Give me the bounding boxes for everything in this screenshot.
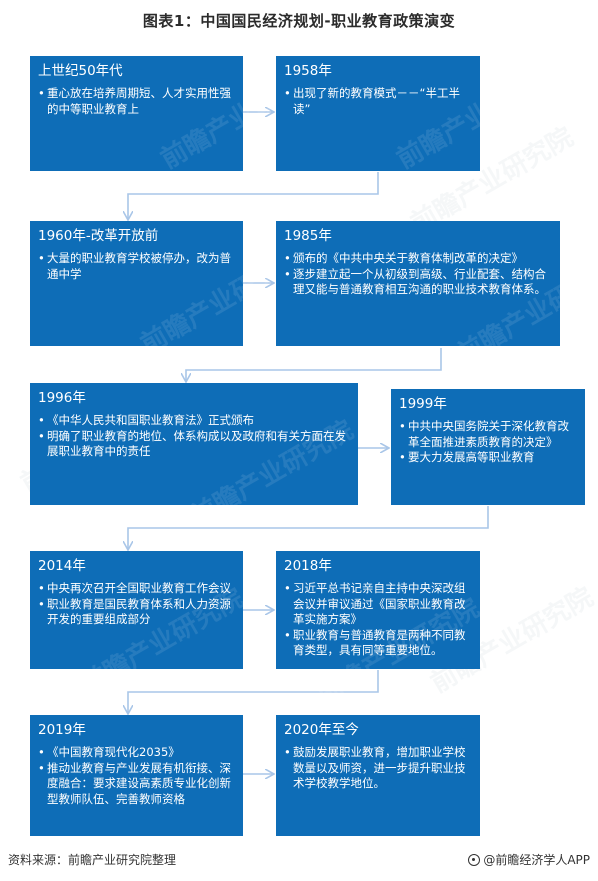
box-title: 2018年 bbox=[284, 558, 332, 574]
bullet-text: 颁布的《中共中央关于教育体制改革的决定》 bbox=[293, 251, 523, 265]
box-title: 1999年 bbox=[399, 396, 447, 412]
box-bullet-item: •职业教育与普通教育是两种不同教育类型，具有同等重要地位。 bbox=[284, 628, 472, 659]
timeline-box-1996: 1996年 •《中华人民共和国职业教育法》正式颁布 •明确了职业教育的地位、体系… bbox=[30, 383, 359, 532]
box-bullet-item: •鼓励发展职业教育，增加职业学校数量以及师资，进一步提升职业技术学校教学地位。 bbox=[284, 745, 472, 792]
timeline-box-2014: 2014年 •中央再次召开全国职业教育工作会议 •职业教育是国民教育体系和人力资… bbox=[30, 551, 249, 700]
bullet-text: 职业教育是国民教育体系和人力资源开发的重要组成部分 bbox=[47, 596, 231, 627]
box-title: 1960年-改革开放前 bbox=[38, 228, 159, 244]
box-bullet-item: •职业教育是国民教育体系和人力资源开发的重要组成部分 bbox=[38, 597, 235, 628]
bullet-text: 习近平总书记亲自主持中央深改组会议并审议通过《国家职业教育改革实施方案》 bbox=[293, 581, 466, 626]
brand-label: @前瞻经济学人APP bbox=[483, 853, 590, 867]
box-bullet-item: •颁布的《中共中央关于教育体制改革的决定》 bbox=[284, 251, 523, 265]
timeline-box-1960: 1960年-改革开放前 •大量的职业教育学校被停办，改为普通中学 前瞻产业研究院 bbox=[30, 221, 309, 360]
box-title: 2020年至今 bbox=[284, 722, 359, 738]
box-bullet-item: •逐步建立起一个从初级到高级、行业配套、结构合理又能与普通教育相互沟通的职业技术… bbox=[284, 267, 552, 298]
bullet-text: 鼓励发展职业教育，增加职业学校数量以及师资，进一步提升职业技术学校教学地位。 bbox=[293, 745, 466, 790]
bullet-text: 逐步建立起一个从初级到高级、行业配套、结构合理又能与普通教育相互沟通的职业技术教… bbox=[293, 266, 546, 297]
bullet-text: 职业教育与普通教育是两种不同教育类型，具有同等重要地位。 bbox=[293, 627, 466, 658]
timeline-box-2018: 2018年 •习近平总书记亲自主持中央深改组会议并审议通过《国家职业教育改革实施… bbox=[276, 551, 485, 710]
arrow-1985-to-1996 bbox=[186, 348, 442, 381]
box-bullet-item: •重心放在培养周期短、人才实用性强的中等职业教育上 bbox=[38, 86, 235, 117]
bullet-text: 重心放在培养周期短、人才实用性强的中等职业教育上 bbox=[47, 86, 231, 116]
brand-credit: @前瞻经济学人APP bbox=[468, 851, 590, 868]
box-bullet-item: •要大力发展高等职业教育 bbox=[399, 450, 535, 464]
box-bullet-item: •中共中央国务院关于深化教育改革全面推进素质教育的决定》 bbox=[399, 419, 577, 450]
box-title: 1985年 bbox=[284, 228, 332, 244]
chart-title: 图表1：中国国民经济规划-职业教育政策演变 bbox=[142, 12, 456, 30]
bullet-text: 《中华人民共和国职业教育法》正式颁布 bbox=[47, 413, 254, 427]
timeline-box-2020: 2020年至今 •鼓励发展职业教育，增加职业学校数量以及师资，进一步提升职业技术… bbox=[276, 715, 480, 836]
timeline-box-1985: 1985年 •颁布的《中共中央关于教育体制改革的决定》 •逐步建立起一个从初级到… bbox=[276, 221, 598, 370]
timeline-box-1950s: 上世纪50年代 •重心放在培养周期短、人才实用性强的中等职业教育上 前瞻产业研究… bbox=[30, 56, 329, 175]
bullet-text: 中央再次召开全国职业教育工作会议 bbox=[47, 581, 231, 595]
source-note: 资料来源：前瞻产业研究院整理 bbox=[8, 853, 177, 867]
box-title: 2019年 bbox=[38, 722, 86, 738]
box-title: 1958年 bbox=[284, 63, 332, 79]
box-bullet-item: •推动业教育与产业发展有机衔接、深度融合：要求建设高素质专业化创新型教师队伍、完… bbox=[38, 761, 235, 808]
bullet-text: 《中国教育现代化2035》 bbox=[47, 745, 180, 759]
box-bullet-item: •《中国教育现代化2035》 bbox=[38, 745, 180, 759]
brand-logo-icon bbox=[468, 853, 481, 866]
box-bullet-item: •中央再次召开全国职业教育工作会议 bbox=[38, 581, 231, 595]
box-bullet-item: •明确了职业教育的地位、体系构成以及政府和有关方面在发展职业教育中的责任 bbox=[38, 429, 350, 460]
arrow-2018-to-2019 bbox=[128, 670, 379, 713]
box-bullet-item: •大量的职业教育学校被停办，改为普通中学 bbox=[38, 251, 235, 282]
timeline-box-1958: 1958年 •出现了新的教育模式－－“半工半读” 前瞻产业研究院 bbox=[276, 56, 565, 175]
bullet-text: 出现了新的教育模式－－“半工半读” bbox=[293, 86, 460, 116]
bullet-text: 要大力发展高等职业教育 bbox=[408, 450, 535, 464]
arrow-1958-to-1960 bbox=[128, 172, 379, 219]
bullet-text: 推动业教育与产业发展有机衔接、深度融合：要求建设高素质专业化创新型教师队伍、完善… bbox=[47, 760, 231, 806]
bullet-text: 中共中央国务院关于深化教育改革全面推进素质教育的决定》 bbox=[408, 419, 569, 449]
arrow-1999-to-2014 bbox=[128, 506, 489, 549]
box-bullet-item: •出现了新的教育模式－－“半工半读” bbox=[284, 86, 472, 117]
box-bullet-item: •《中华人民共和国职业教育法》正式颁布 bbox=[38, 413, 254, 427]
box-title: 上世纪50年代 bbox=[38, 63, 123, 79]
timeline-box-2019: 2019年 •《中国教育现代化2035》 •推动业教育与产业发展有机衔接、深度融… bbox=[30, 715, 243, 836]
timeline-box-1999: 1999年 •中共中央国务院关于深化教育改革全面推进素质教育的决定》 •要大力发… bbox=[391, 389, 585, 505]
box-title: 2014年 bbox=[38, 558, 86, 574]
box-title: 1996年 bbox=[38, 390, 86, 406]
bullet-text: 明确了职业教育的地位、体系构成以及政府和有关方面在发展职业教育中的责任 bbox=[47, 428, 346, 459]
bullet-text: 大量的职业教育学校被停办，改为普通中学 bbox=[47, 251, 231, 281]
box-bullet-item: •习近平总书记亲自主持中央深改组会议并审议通过《国家职业教育改革实施方案》 bbox=[284, 581, 472, 628]
